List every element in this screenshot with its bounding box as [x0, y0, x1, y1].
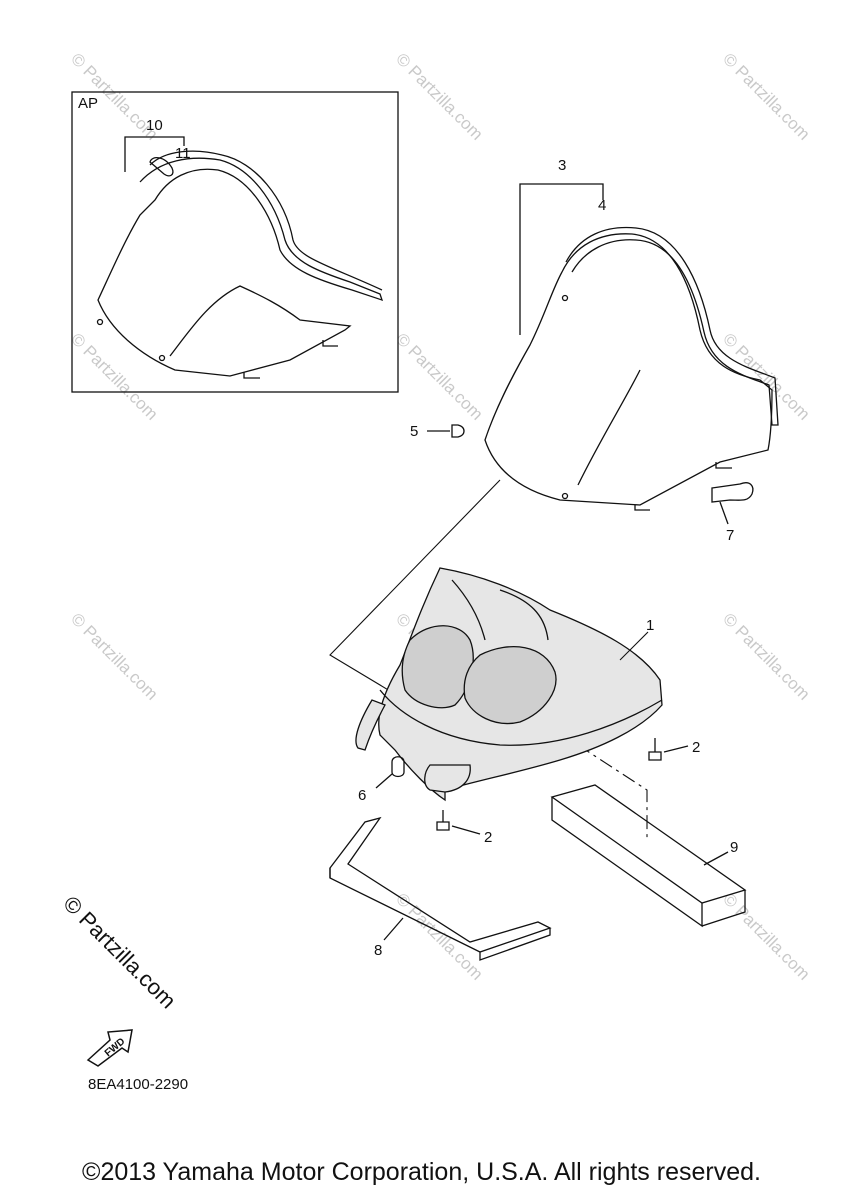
- inset-hole: [158, 354, 166, 362]
- foam-strip-8: [329, 816, 552, 961]
- bracket-7: [711, 482, 754, 525]
- callout-bracket-10: [124, 136, 185, 172]
- watermark: © Partzilla.com: [67, 329, 161, 423]
- callout-3: 3: [558, 157, 566, 174]
- cowling-1: [355, 567, 663, 802]
- callout-8: 8: [374, 942, 382, 959]
- watermark: © Partzilla.com: [719, 329, 813, 423]
- windshield-hole: [561, 294, 569, 302]
- watermark: © Partzilla.com: [719, 609, 813, 703]
- cowling-side-flap: [355, 699, 386, 751]
- watermark: © Partzilla.com: [392, 49, 486, 143]
- callout-11: 11: [175, 145, 191, 162]
- watermark: © Partzilla.com: [67, 609, 161, 703]
- cowling-rim: [379, 689, 663, 746]
- watermark: © Partzilla.com: [392, 329, 486, 423]
- part-code: 8EA4100-2290: [88, 1076, 188, 1093]
- callout-1: 1: [646, 617, 654, 634]
- windshield: [484, 183, 779, 511]
- cowling-lower-flap: [424, 764, 471, 793]
- windshield-tab: [634, 462, 732, 511]
- inset-windshield: [97, 157, 384, 377]
- watermark: © Partzilla.com: [719, 889, 813, 983]
- inset-trim-clip: [149, 157, 174, 177]
- fwd-label: FWD: [103, 1036, 128, 1059]
- callout-leader-1: [619, 631, 649, 661]
- watermark: © Partzilla.com: [392, 889, 486, 983]
- inset-windshield-trim: [149, 150, 383, 291]
- windshield-outline: [484, 233, 773, 506]
- cowling-ridge: [451, 579, 549, 641]
- bolt-2-lower: [436, 810, 481, 835]
- callout-10: 10: [146, 117, 163, 134]
- inset-tab: [243, 340, 338, 379]
- grommet-6: [375, 756, 405, 789]
- foam-block-9: [550, 784, 747, 928]
- inset-frame: [71, 91, 399, 393]
- callout-9: 9: [730, 839, 738, 856]
- callout-6: 6: [358, 787, 366, 804]
- cowling-left-recess: [401, 625, 474, 709]
- inset-ap: [71, 91, 399, 393]
- copyright-notice: ©2013 Yamaha Motor Corporation, U.S.A. A…: [82, 1158, 761, 1186]
- callout-2-lower: 2: [484, 829, 492, 846]
- windshield-trim: [565, 226, 779, 426]
- partzilla-brand-mark: © Partzilla.com: [58, 891, 181, 1014]
- inset-label: AP: [78, 95, 98, 112]
- windshield-hole: [561, 492, 569, 500]
- callout-bracket-3: [519, 183, 604, 335]
- bolt-2-right: [648, 738, 689, 761]
- cowling-right-recess: [463, 646, 557, 724]
- fwd-arrow-icon: [86, 1029, 133, 1067]
- watermarks: © Partzilla.com © Partzilla.com © Partzi…: [67, 49, 813, 983]
- callout-5: 5: [410, 423, 418, 440]
- callout-7: 7: [726, 527, 734, 544]
- callout-4: 4: [598, 197, 606, 214]
- screw-5: [427, 424, 465, 438]
- callout-2-right: 2: [692, 739, 700, 756]
- watermark: © Partzilla.com: [719, 49, 813, 143]
- windshield-surface-line: [577, 369, 641, 486]
- inset-hole: [96, 318, 104, 326]
